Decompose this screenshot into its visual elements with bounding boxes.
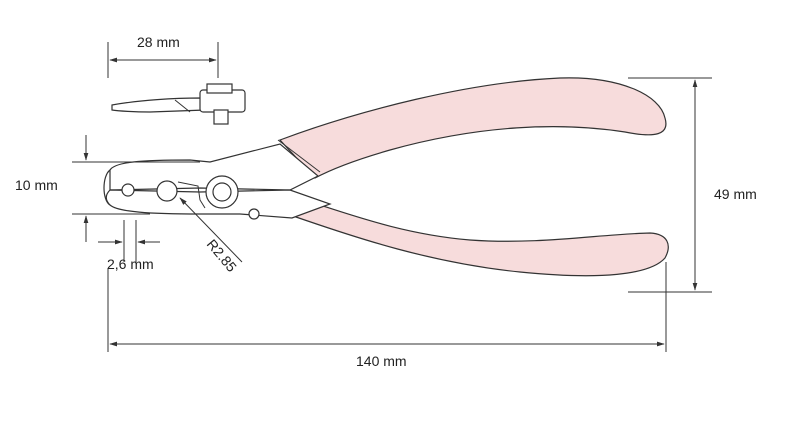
dim-140mm	[107, 262, 667, 352]
label-49mm: 49 mm	[714, 186, 757, 202]
head-side-view	[111, 83, 246, 125]
dim-2-6mm	[98, 220, 160, 262]
radius-leader	[179, 197, 243, 263]
dim-10mm	[72, 135, 200, 242]
dim-28mm	[107, 42, 219, 78]
label-28mm: 28 mm	[137, 34, 180, 50]
lower-handle	[288, 204, 669, 277]
label-10mm: 10 mm	[15, 177, 58, 193]
pivot-inner	[212, 182, 232, 202]
rivet	[248, 208, 260, 220]
dim-49mm	[628, 77, 712, 293]
medium-hole	[156, 180, 178, 202]
label-2-6mm: 2,6 mm	[107, 256, 154, 272]
upper-jaw	[109, 143, 320, 191]
upper-handle	[278, 77, 667, 179]
small-hole	[121, 183, 135, 197]
label-140mm: 140 mm	[356, 353, 407, 369]
